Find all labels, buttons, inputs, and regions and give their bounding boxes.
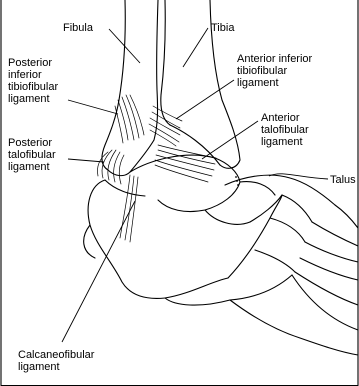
label-calcaneofibular-ligament: Calcaneofibular ligament <box>18 349 94 373</box>
calcaneofibular-leader <box>62 201 135 342</box>
talus-bone <box>130 155 275 224</box>
label-tibia: Tibia <box>211 22 234 34</box>
label-fibula: Fibula <box>63 22 93 34</box>
tibia-leader <box>183 28 208 67</box>
label-anterior-inferior-tibiofibular-ligament: Anterior inferior tibiofibular ligament <box>237 53 312 89</box>
metatarsal-bones <box>225 175 358 355</box>
talus-leader <box>269 174 328 179</box>
fibula-bone <box>102 0 158 176</box>
posterior-inferior-tibiofibular-leader <box>68 100 118 114</box>
posterior-talofibular-ligament-fibers <box>97 150 124 184</box>
anterior-talofibular-leader <box>202 121 258 159</box>
posterior-inferior-tibiofibular-ligament-fibers <box>115 95 144 143</box>
fibula-leader <box>109 29 140 63</box>
label-anterior-talofibular-ligament: Anterior talofibular ligament <box>261 112 309 148</box>
label-posterior-inferior-tibiofibular-ligament: Posterior inferior tibiofibular ligament <box>8 57 58 105</box>
anterior-inferior-tibiofibular-leader <box>176 80 234 119</box>
label-talus: Talus <box>330 174 356 186</box>
midfoot-bones <box>228 195 312 300</box>
calcaneus-bone <box>84 180 230 305</box>
label-posterior-talofibular-ligament: Posterior talofibular ligament <box>8 137 56 173</box>
posterior-talofibular-leader <box>68 159 104 162</box>
calcaneofibular-ligament-fibers <box>120 175 138 242</box>
